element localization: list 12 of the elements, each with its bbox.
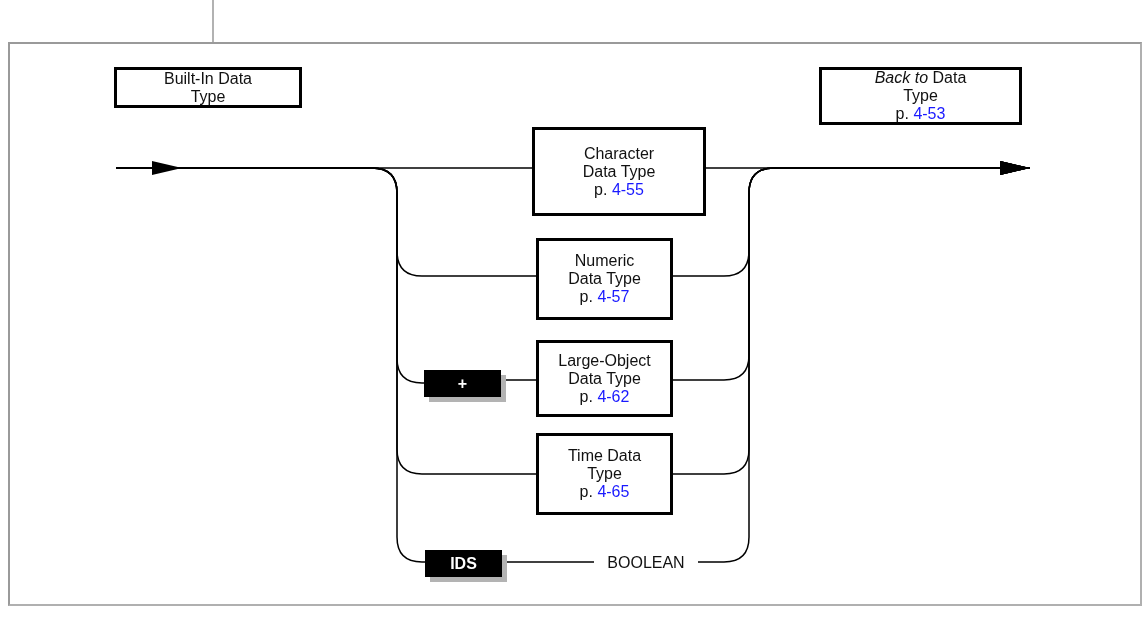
page-reference: p. 4-62 <box>579 387 630 406</box>
syntax-box <box>536 238 673 320</box>
syntax-box <box>536 340 673 417</box>
syntax-box <box>819 67 1022 125</box>
page-reference: p. 4-65 <box>579 483 630 501</box>
page-reference: p. 4-53 <box>895 105 946 123</box>
box-label: Built-In Data Type <box>162 69 253 106</box>
syntax-box <box>536 433 673 515</box>
syntax-box <box>114 67 302 108</box>
page-reference: p. 4-55 <box>594 180 644 199</box>
syntax-box <box>532 127 706 216</box>
page-reference: p. 4-57 <box>579 288 630 306</box>
